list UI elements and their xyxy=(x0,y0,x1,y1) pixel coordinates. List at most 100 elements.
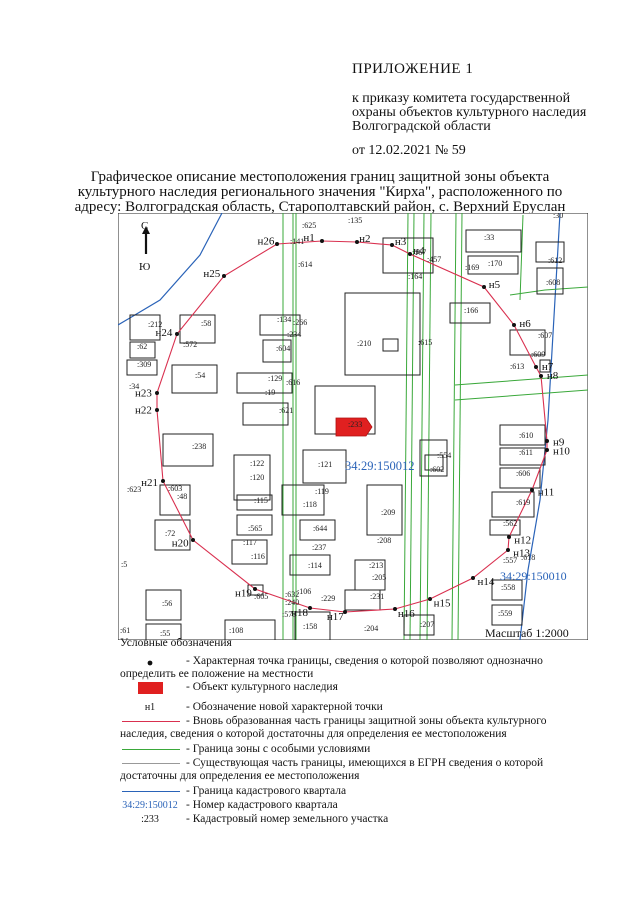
parcel-number: :208 xyxy=(377,536,391,545)
parcel-number: :606 xyxy=(516,469,530,478)
boundary-point-label: н17 xyxy=(327,611,344,623)
boundary-point-label: н18 xyxy=(291,607,308,619)
parcel-number: :554 xyxy=(437,451,451,460)
boundary-point-label: н3 xyxy=(395,236,407,248)
legend-item-redline: - Вновь образованная часть границы защит… xyxy=(120,715,620,743)
parcel-number: :557 xyxy=(503,556,517,565)
parcel-number: :233 xyxy=(348,420,362,429)
parcel-number: :207 xyxy=(420,620,434,629)
parcel-number: :135 xyxy=(348,216,362,225)
parcel-number: :603 xyxy=(168,484,182,493)
parcel-number: :613 xyxy=(510,362,524,371)
parcel-number: :169 xyxy=(465,263,479,272)
parcel-number: :229 xyxy=(321,594,335,603)
parcel-sample-label: :233 xyxy=(141,814,159,825)
parcel-number: :61 xyxy=(120,626,130,635)
boundary-point-marker xyxy=(545,439,549,443)
parcel-number: :231 xyxy=(370,592,384,601)
boundary-point-label: н15 xyxy=(434,598,451,610)
boundary-point-label: н4 xyxy=(413,245,425,257)
parcel-number: :558 xyxy=(501,583,515,592)
parcel-number: :19 xyxy=(265,388,275,397)
parcel-number: :117 xyxy=(243,538,257,547)
parcel-number: :209 xyxy=(381,508,395,517)
legend-item-greenline: - Граница зоны с особыми условиями xyxy=(120,743,620,759)
title-line-1: Графическое описание местоположения гран… xyxy=(90,169,550,185)
parcel-number: :604 xyxy=(276,344,290,353)
parcel-number: :30 xyxy=(553,213,563,220)
boundary-point-label: н19 xyxy=(235,587,252,599)
buildings xyxy=(126,229,565,640)
parcel-number: :562 xyxy=(503,519,517,528)
parcel-number: :106 xyxy=(297,587,311,596)
parcel-number: :62 xyxy=(137,342,147,351)
parcel-number: :632 xyxy=(285,590,299,599)
boundary-point-label: н7 xyxy=(542,361,554,373)
parcel-number: :616 xyxy=(286,378,300,387)
quarter-lines xyxy=(118,213,561,640)
boundary-point-marker xyxy=(253,587,257,591)
parcel-number: :166 xyxy=(464,306,478,315)
boundary-point-marker xyxy=(471,576,475,580)
parcel-number: :116 xyxy=(251,552,265,561)
appendix-title: ПРИЛОЖЕНИЕ 1 xyxy=(352,61,474,77)
legend-item-blueline: - Граница кадастрового квартала xyxy=(120,785,620,801)
boundary-point-marker xyxy=(355,240,359,244)
boundary-point-marker xyxy=(506,548,510,552)
legend-text: - Объект культурного наследия xyxy=(186,681,338,693)
boundary-point-marker xyxy=(428,597,432,601)
legend-heading: Условные обозначения xyxy=(120,637,232,649)
compass-south: Ю xyxy=(139,261,150,273)
legend-item-point: - Характерная точка границы, сведения о … xyxy=(120,655,620,683)
boundary-point-label: н12 xyxy=(514,534,531,546)
parcel-number: :120 xyxy=(250,473,264,482)
parcel-number: :602 xyxy=(430,465,444,474)
zone-lines xyxy=(282,213,588,640)
boundary-point-label: н1 xyxy=(303,232,314,244)
legend-text: - Вновь образованная часть границы защит… xyxy=(186,715,547,727)
parcel-labels: :625:135:30:141:33:167:457:169:170:612:6… xyxy=(120,213,563,638)
legend-item-parcel: :233 - Кадастровый номер земельного учас… xyxy=(120,813,620,829)
parcel-number: :644 xyxy=(313,524,327,533)
legend-text: - Граница кадастрового квартала xyxy=(186,785,347,797)
boundary-point-label: н26 xyxy=(257,235,274,247)
boundary-point-label: н2 xyxy=(359,233,370,245)
parcel-number: :54 xyxy=(195,371,205,380)
parcel-number: :122 xyxy=(250,459,264,468)
legend-text: - Обозначение новой характерной точки xyxy=(186,701,383,713)
boundary-point-label: н10 xyxy=(553,446,570,458)
parcel-number: :5 xyxy=(121,560,127,569)
parcel-number: :213 xyxy=(369,561,383,570)
parcel-number: :108 xyxy=(229,626,243,635)
parcel-number: :559 xyxy=(498,609,512,618)
red-line-icon xyxy=(122,721,180,722)
parcel-number: :609 xyxy=(531,350,545,359)
parcel-number: :565 xyxy=(248,524,262,533)
cultural-heritage-object xyxy=(335,417,373,437)
boundary-point-label: н13 xyxy=(513,548,530,560)
boundary-point-marker xyxy=(155,391,159,395)
parcel-number: :121 xyxy=(318,460,332,469)
parcel-number: :55 xyxy=(160,629,170,638)
parcel-number: :615 xyxy=(418,338,432,347)
parcel-number: :619 xyxy=(516,498,530,507)
parcel-number: :608 xyxy=(546,278,560,287)
parcel-number: :167 xyxy=(412,248,426,257)
parcel-number: :234 xyxy=(287,330,301,339)
legend-item-grayline: - Существующая часть границы, имеющихся … xyxy=(120,757,620,785)
boundary-point-marker xyxy=(393,607,397,611)
boundary-point-label: н16 xyxy=(398,608,415,620)
boundary-point-label: н5 xyxy=(489,279,501,291)
boundary-point-label: н25 xyxy=(203,268,220,280)
parcel-number: :309 xyxy=(137,360,151,369)
parcel-number: :621 xyxy=(279,406,293,415)
boundary-point-marker xyxy=(343,610,347,614)
parcel-number: :572 xyxy=(183,340,197,349)
parcel-number: :210 xyxy=(357,339,371,348)
quarter-sample-label: 34:29:150012 xyxy=(122,800,178,811)
boundary-point-marker xyxy=(161,479,165,483)
boundary-point-marker xyxy=(308,606,312,610)
boundary-point-label: н9 xyxy=(553,436,565,448)
